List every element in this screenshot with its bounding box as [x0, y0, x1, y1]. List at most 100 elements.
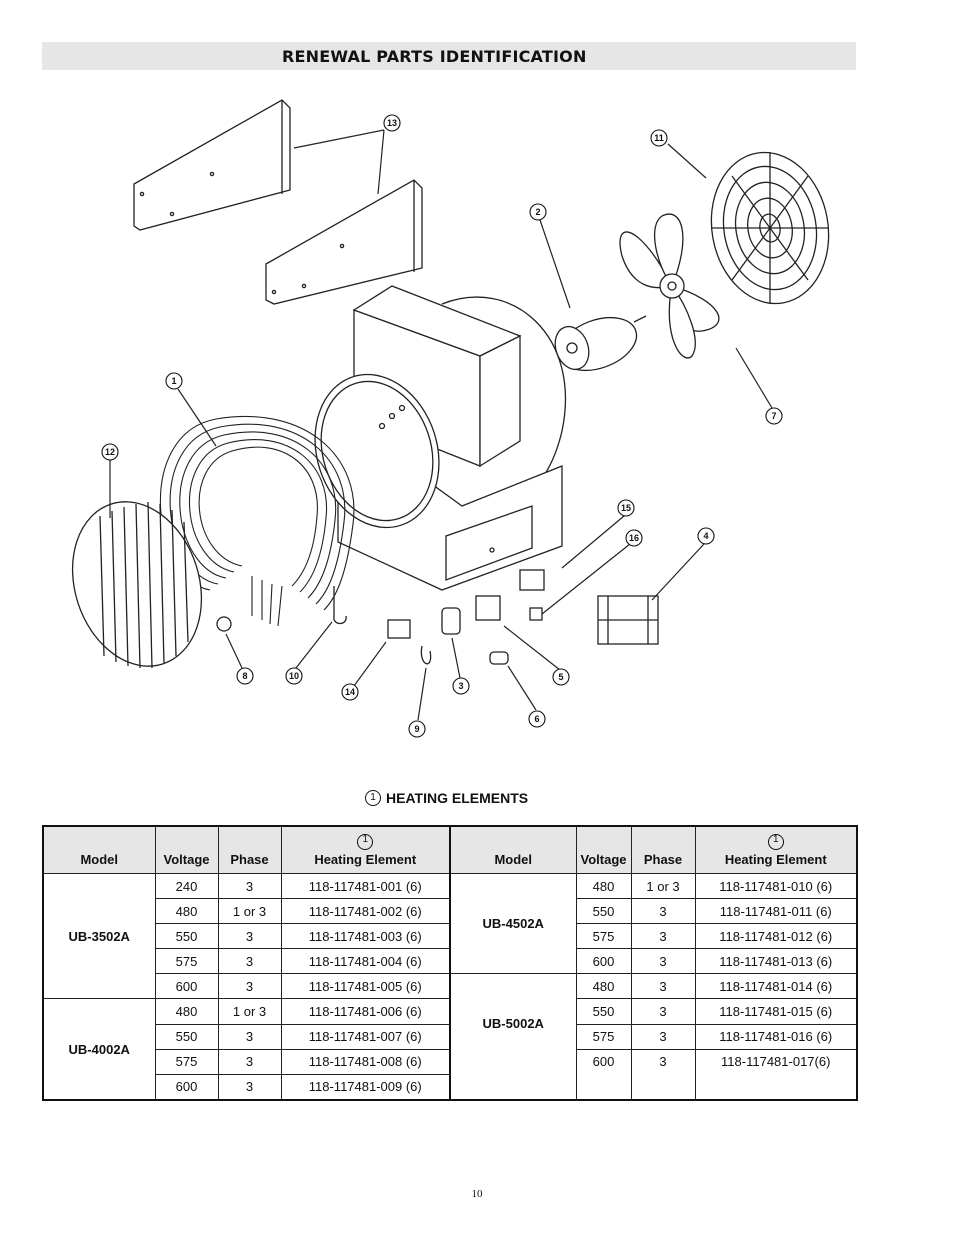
fan-guard	[710, 151, 830, 305]
fan-blade	[619, 213, 720, 359]
callout-9: 9	[408, 720, 426, 738]
callout-1: 1	[165, 372, 183, 390]
callout-8: 8	[236, 667, 254, 685]
model-cell: UB-4002A	[42, 998, 156, 1101]
element-ref-circle-right: 1	[767, 834, 784, 850]
voltage-cell: 480	[154, 998, 219, 1025]
header-phase-right: Phase	[630, 825, 696, 874]
heating-element-cell: 118-117481-007 (6)	[280, 1023, 451, 1050]
element-ref-circle: 1	[357, 834, 374, 850]
header-model: Model	[42, 825, 156, 874]
callout-8-label: 8	[242, 671, 247, 681]
callout-14: 14	[341, 683, 359, 701]
voltage-cell: 550	[575, 998, 632, 1025]
relay-5	[475, 595, 501, 621]
page-title: RENEWAL PARTS IDENTIFICATION	[282, 47, 587, 66]
callout-12-label: 12	[105, 447, 115, 457]
heating-element-cell: 118-117481-003 (6)	[280, 923, 451, 950]
heating-element-cell: 118-117481-008 (6)	[280, 1048, 451, 1075]
section-title: HEATING ELEMENTS	[386, 790, 529, 806]
voltage-cell: 600	[575, 1048, 632, 1101]
motor	[554, 315, 647, 372]
phase-cell: 3	[630, 1048, 696, 1101]
phase-cell: 3	[217, 923, 282, 950]
callout-2-label: 2	[535, 207, 540, 217]
callout-4: 4	[697, 527, 715, 545]
header-voltage-right: Voltage	[575, 825, 632, 874]
part-16	[529, 607, 543, 621]
voltage-cell: 575	[575, 923, 632, 950]
callout-5-label: 5	[558, 672, 563, 682]
voltage-cell: 575	[575, 1023, 632, 1050]
callout-13-label: 13	[387, 118, 397, 128]
callout-6-label: 6	[534, 714, 539, 724]
header-heating-element-label: Heating Element	[314, 852, 417, 867]
header-heating-element-right-label: Heating Element	[724, 852, 827, 867]
phase-cell: 3	[630, 1023, 696, 1050]
callout-6: 6	[528, 710, 546, 728]
callout-16-label: 16	[629, 533, 639, 543]
phase-cell: 3	[217, 1023, 282, 1050]
part-9	[420, 645, 432, 665]
phase-cell: 3	[217, 973, 282, 1000]
capacitor-3	[441, 607, 461, 635]
heating-element-cell: 118-117481-017(6)	[694, 1048, 858, 1101]
callout-16: 16	[625, 529, 643, 547]
mounting-bracket-upper	[133, 99, 291, 231]
header-phase: Phase	[217, 825, 282, 874]
callout-13: 13	[383, 114, 401, 132]
heating-element-cell: 118-117481-010 (6)	[694, 872, 858, 900]
callout-3-label: 3	[458, 681, 463, 691]
callout-14-label: 14	[345, 687, 355, 697]
part-10	[333, 586, 347, 625]
header-model-right: Model	[449, 825, 577, 874]
heating-element-cell: 118-117481-012 (6)	[694, 923, 858, 950]
switch-15	[519, 569, 545, 591]
heating-element-cell: 118-117481-005 (6)	[280, 973, 451, 1000]
heating-element-cell: 118-117481-016 (6)	[694, 1023, 858, 1050]
phase-cell: 1 or 3	[217, 898, 282, 925]
voltage-cell: 480	[575, 973, 632, 1000]
header-voltage: Voltage	[154, 825, 219, 874]
callout-1-label: 1	[171, 376, 176, 386]
phase-cell: 3	[630, 898, 696, 925]
voltage-cell: 480	[575, 872, 632, 900]
heating-element-cell: 118-117481-004 (6)	[280, 948, 451, 975]
phase-cell: 3	[217, 1048, 282, 1075]
model-cell: UB-4502A	[449, 872, 577, 975]
section-heading: 1 HEATING ELEMENTS	[365, 790, 528, 806]
parts-diagram-svg: 13 11 2 1 12 7 15 16 4 8 10 14 3 5 6 9	[71, 99, 830, 738]
part-14	[387, 619, 411, 639]
part-8	[216, 616, 232, 632]
voltage-cell: 600	[575, 948, 632, 975]
intake-grille	[71, 501, 203, 669]
callout-5: 5	[552, 668, 570, 686]
callout-3: 3	[452, 677, 470, 695]
phase-cell: 3	[630, 973, 696, 1000]
model-cell: UB-5002A	[449, 973, 577, 1101]
voltage-cell: 550	[154, 1023, 219, 1050]
voltage-cell: 600	[154, 973, 219, 1000]
model-cell: UB-3502A	[42, 872, 156, 1000]
callout-10: 10	[285, 667, 303, 685]
phase-cell: 3	[630, 923, 696, 950]
heating-element-cell: 118-117481-001 (6)	[280, 872, 451, 900]
phase-cell: 3	[630, 948, 696, 975]
phase-cell: 3	[217, 948, 282, 975]
page-number: 10	[471, 1188, 483, 1200]
callout-11-label: 11	[654, 133, 664, 143]
callout-4-label: 4	[703, 531, 708, 541]
exploded-parts-diagram: 13 11 2 1 12 7 15 16 4 8 10 14 3 5 6 9	[42, 86, 856, 766]
voltage-cell: 550	[575, 898, 632, 925]
heating-element-cell: 118-117481-011 (6)	[694, 898, 858, 925]
voltage-cell: 550	[154, 923, 219, 950]
callout-15-label: 15	[621, 503, 631, 513]
callout-12: 12	[101, 443, 119, 461]
